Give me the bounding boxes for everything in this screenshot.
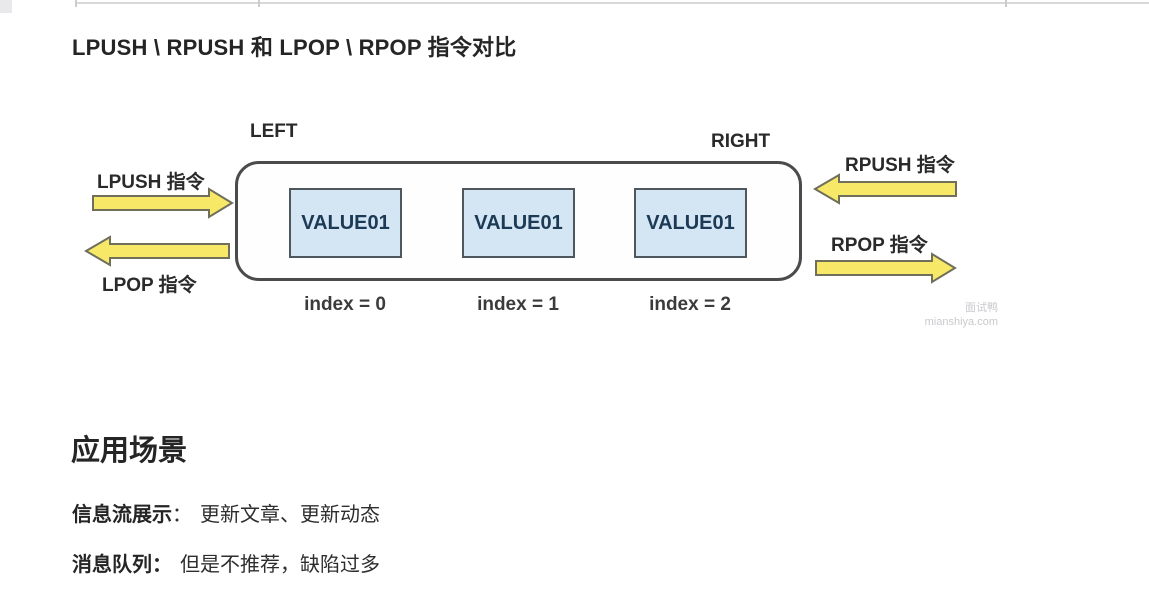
lpush-arrow-icon — [92, 187, 234, 219]
value-box: VALUE01 — [634, 188, 747, 258]
watermark-line1: 面试鸭 — [965, 302, 998, 314]
value-box-label: VALUE01 — [646, 211, 735, 234]
usage-item-colon: ： — [172, 504, 192, 526]
index-label: index = 2 — [649, 294, 731, 315]
lpush-command-label: LPUSH 指令 — [97, 172, 205, 193]
usage-item-label: 信息流展示 — [72, 504, 172, 526]
value-box: VALUE01 — [289, 188, 402, 258]
value-box: VALUE01 — [462, 188, 575, 258]
usage-item-text: 但是不推荐，缺陷过多 — [180, 554, 380, 576]
table-border-line — [75, 2, 1149, 4]
lpop-arrow-icon — [84, 235, 230, 267]
watermark-line2: mianshiya.com — [924, 316, 998, 328]
rpush-arrow-icon — [813, 173, 957, 205]
watermark: 面试鸭 mianshiya.com — [858, 301, 998, 329]
left-end-label: LEFT — [250, 121, 298, 142]
usage-item-feed: 信息流展示： 更新文章、更新动态 — [72, 498, 380, 527]
rpop-arrow-shape — [815, 252, 957, 284]
lpop-arrow-shape — [84, 235, 230, 267]
usage-item-queue: 消息队列： 但是不推荐，缺陷过多 — [72, 548, 380, 577]
usage-item-label: 消息队列： — [72, 554, 172, 576]
lpop-command-label: LPOP 指令 — [102, 275, 197, 296]
lpush-arrow-shape — [92, 187, 234, 219]
table-border-tick — [75, 0, 77, 7]
rpop-arrow-icon — [815, 252, 957, 284]
page-title: LPUSH \ RPUSH 和 LPOP \ RPOP 指令对比 — [72, 35, 517, 60]
usage-scenarios-heading: 应用场景 — [71, 435, 188, 467]
value-box-label: VALUE01 — [301, 211, 390, 234]
index-label: index = 0 — [304, 294, 386, 315]
right-end-label: RIGHT — [711, 131, 771, 152]
value-box-label: VALUE01 — [474, 211, 563, 234]
rpop-command-label: RPOP 指令 — [831, 235, 928, 256]
usage-item-text: 更新文章、更新动态 — [200, 504, 380, 526]
rpush-arrow-shape — [813, 173, 957, 205]
index-label: index = 1 — [477, 294, 559, 315]
table-border-tick — [258, 0, 260, 7]
rpush-command-label: RPUSH 指令 — [845, 155, 955, 176]
table-border-tick — [1005, 0, 1007, 7]
table-border-corner — [0, 0, 12, 13]
